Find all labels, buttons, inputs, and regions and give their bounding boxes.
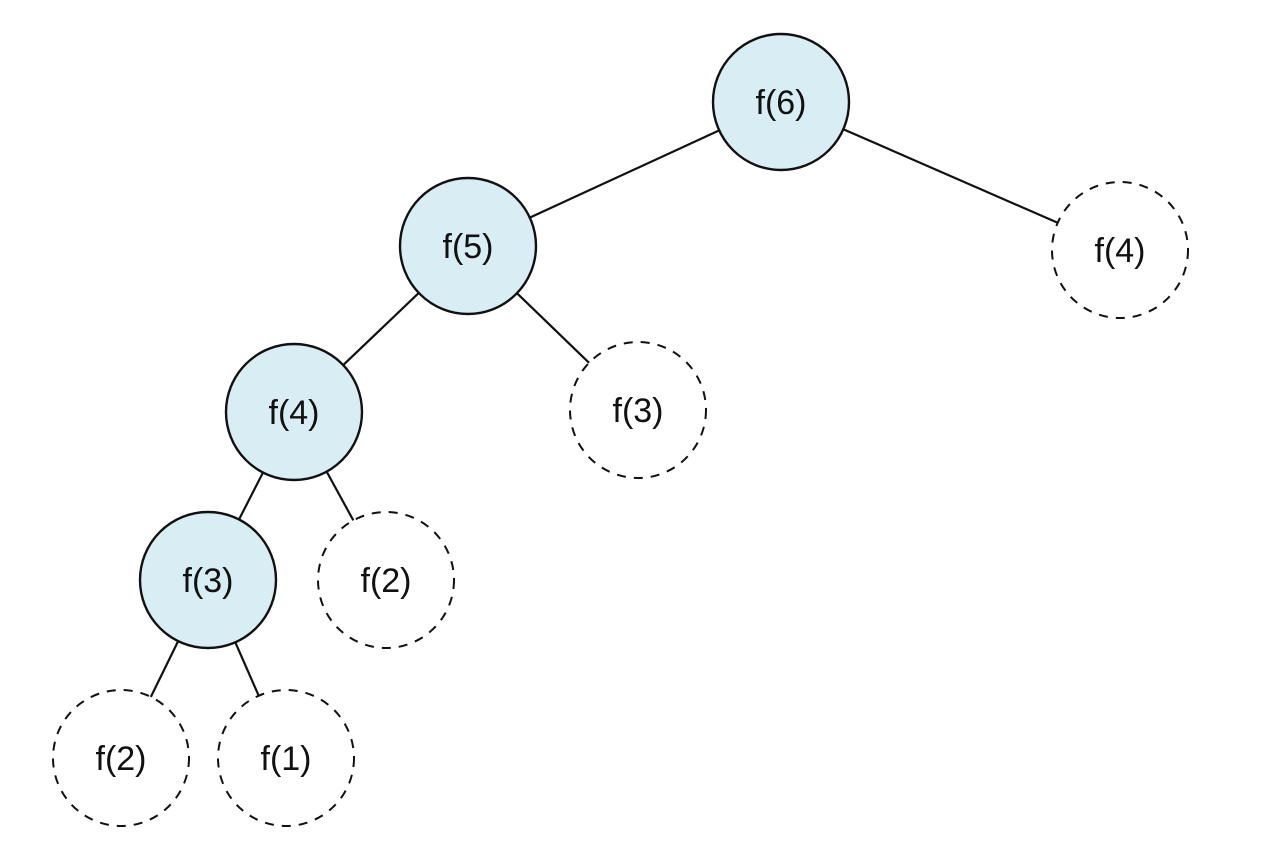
node-circle	[398, 176, 538, 316]
nodes-layer: f(6) f(5) f(4) f(4) f(3) f(3) f(2) f(2) f(1)	[52, 32, 1189, 827]
pruned-node-n2a: f(2)	[52, 689, 190, 827]
tree-edge-n4a-n3a	[237, 471, 265, 521]
node-label: f(6)	[756, 84, 807, 122]
tree-edge-n4a-n2b	[325, 470, 355, 522]
node-circle	[569, 341, 707, 479]
edges-layer	[149, 128, 1059, 699]
computed-node-n5a: f(5)	[398, 176, 538, 316]
node-circle	[224, 342, 364, 482]
node-label: f(5)	[443, 228, 494, 266]
node-label: f(3)	[613, 392, 664, 430]
tree-edge-n6a-n5a	[528, 129, 721, 219]
node-circle	[217, 689, 355, 827]
node-circle	[317, 511, 455, 649]
node-label: f(4)	[1095, 232, 1146, 270]
tree-edge-n5a-n4a	[342, 291, 420, 367]
node-label: f(4)	[269, 394, 320, 432]
tree-edge-n6a-n4b	[842, 128, 1059, 224]
node-label: f(3)	[183, 562, 234, 600]
computed-node-n4a: f(4)	[224, 342, 364, 482]
computed-node-n6a: f(6)	[711, 32, 851, 172]
tree-edge-n3a-n1a	[234, 641, 260, 697]
tree-edge-n3a-n2a	[149, 639, 180, 699]
node-label: f(1)	[261, 740, 312, 778]
node-circle	[52, 689, 190, 827]
computed-node-n3a: f(3)	[138, 510, 278, 650]
pruned-node-n1a: f(1)	[217, 689, 355, 827]
pruned-node-n4b: f(4)	[1051, 181, 1189, 319]
node-circle	[1051, 181, 1189, 319]
node-label: f(2)	[361, 562, 412, 600]
pruned-node-n3b: f(3)	[569, 341, 707, 479]
node-label: f(2)	[96, 740, 147, 778]
node-circle	[138, 510, 278, 650]
node-circle	[711, 32, 851, 172]
pruned-node-n2b: f(2)	[317, 511, 455, 649]
tree-edge-n5a-n3b	[515, 292, 591, 364]
